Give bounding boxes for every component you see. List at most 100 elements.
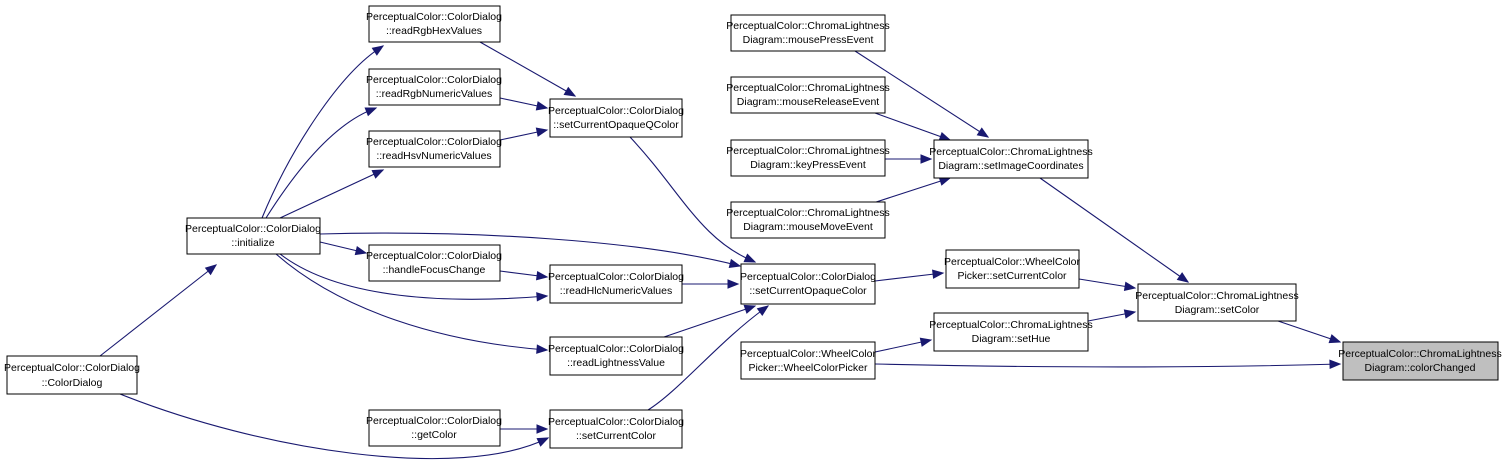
- node-label-line2: ::readRgbHexValues: [386, 25, 482, 37]
- node-label-line2: ::readRgbNumericValues: [376, 88, 493, 100]
- edge-initialize-to-readrgbnumeric: [265, 107, 377, 219]
- node-label-line1: PerceptualColor::ColorDialog: [366, 11, 502, 23]
- node-label-line1: PerceptualColor::ColorDialog: [185, 223, 321, 235]
- node-label-line1: PerceptualColor::ColorDialog: [548, 343, 684, 355]
- node-label-line1: PerceptualColor::ChromaLightness: [1135, 290, 1298, 302]
- node-color-dialog-ctor[interactable]: PerceptualColor::ColorDialog ::ColorDial…: [4, 355, 140, 395]
- edge-setcurrentcolor-to-setcurrentopaque-arrowhead: [756, 305, 770, 317]
- node-wheel-set-current-color[interactable]: PerceptualColor::WheelColor Picker::setC…: [944, 249, 1080, 289]
- node-set-current-opaque-color[interactable]: PerceptualColor::ColorDialog ::setCurren…: [740, 263, 876, 305]
- node-set-current-color-dialog[interactable]: PerceptualColor::ColorDialog ::setCurren…: [548, 409, 684, 449]
- node-label-line2: ::setCurrentOpaqueQColor: [553, 119, 679, 131]
- edge-colordialog-to-setcurrentcolor: [119, 393, 549, 460]
- edge-readlightness-to-setcurrentopaque: [663, 305, 756, 338]
- node-label-line1: PerceptualColor::ColorDialog: [548, 416, 684, 428]
- node-label-line1: PerceptualColor::WheelColor: [944, 256, 1080, 268]
- edge-keypress-to-setimagecoords-arrowhead: [920, 154, 933, 164]
- edge-readlightness-to-setcurrentopaque-arrowhead: [743, 304, 757, 314]
- node-label-line1: PerceptualColor::ChromaLightness: [726, 20, 889, 32]
- node-label-line2: ::setCurrentColor: [576, 430, 656, 442]
- node-label-line1: PerceptualColor::ChromaLightness: [726, 145, 889, 157]
- node-mouse-press-event[interactable]: PerceptualColor::ChromaLightness Diagram…: [726, 14, 890, 52]
- edge-initialize-to-readlightness: [275, 253, 548, 351]
- node-get-color[interactable]: PerceptualColor::ColorDialog ::getColor: [366, 409, 502, 447]
- node-label-line1: PerceptualColor::ColorDialog: [366, 415, 502, 427]
- node-label-line2: Diagram::mouseReleaseEvent: [737, 96, 879, 108]
- edge-initialize-to-handlefocus-arrowhead: [354, 245, 368, 256]
- node-label-line2: Diagram::keyPressEvent: [750, 159, 866, 171]
- node-label-line2: Picker::setCurrentColor: [957, 270, 1067, 282]
- node-mouse-move-event[interactable]: PerceptualColor::ChromaLightness Diagram…: [726, 201, 890, 239]
- edge-wheelctor-to-colorchanged-arrowhead: [1329, 359, 1342, 370]
- edge-setimagecoords-to-setcolor: [1039, 177, 1189, 283]
- node-label-line1: PerceptualColor::ChromaLightness: [726, 207, 889, 219]
- node-color-changed[interactable]: PerceptualColor::ChromaLightness Diagram…: [1338, 341, 1502, 381]
- node-label-line1: PerceptualColor::ColorDialog: [548, 271, 684, 283]
- node-label-line2: Diagram::setImageCoordinates: [938, 160, 1083, 172]
- node-label-line1: PerceptualColor::ColorDialog: [548, 105, 684, 117]
- edge-initialize-to-readhlc: [279, 253, 548, 300]
- node-label-line2: ::handleFocusChange: [383, 264, 486, 276]
- node-wheel-color-picker-ctor[interactable]: PerceptualColor::WheelColor Picker::Whee…: [740, 341, 876, 380]
- node-label-line2: ::readHlcNumericValues: [560, 285, 672, 297]
- node-set-current-opaque-qcolor[interactable]: PerceptualColor::ColorDialog ::setCurren…: [548, 98, 684, 138]
- node-label-line2: Diagram::mouseMoveEvent: [743, 221, 873, 233]
- node-initialize[interactable]: PerceptualColor::ColorDialog ::initializ…: [185, 217, 321, 255]
- node-label-line1: PerceptualColor::ColorDialog: [366, 136, 502, 148]
- node-label-line1: PerceptualColor::ChromaLightness: [929, 146, 1092, 158]
- edge-setimagecoords-to-setcolor-arrowhead: [1176, 272, 1190, 283]
- edge-wheelctor-to-sethue-arrowhead: [919, 337, 933, 347]
- edge-initialize-to-readrgbhex: [261, 45, 384, 219]
- node-label-line2: ::getColor: [411, 429, 457, 441]
- edge-colordialog-to-setcurrentcolor-arrowhead: [536, 437, 550, 447]
- edge-colordialog-to-initialize: [99, 264, 217, 357]
- edge-setcolor-to-colorchanged-arrowhead: [1328, 334, 1342, 344]
- edge-initialize-to-setcurrentopaque: [319, 232, 741, 267]
- edge-setcolor-to-colorchanged: [1277, 320, 1341, 343]
- edge-setcurrentcolor-to-setcurrentopaque: [647, 305, 769, 411]
- node-label-line2: Diagram::setColor: [1175, 304, 1260, 316]
- node-label-line2: Diagram::setHue: [972, 333, 1051, 345]
- node-set-image-coordinates[interactable]: PerceptualColor::ChromaLightness Diagram…: [929, 139, 1093, 179]
- node-label-line2: ::readHsvNumericValues: [376, 150, 491, 162]
- edge-initialize-to-setcurrentopaque-arrowhead: [728, 258, 742, 269]
- node-read-lightness-value[interactable]: PerceptualColor::ColorDialog ::readLight…: [548, 336, 684, 376]
- node-label-line2: Diagram::mousePressEvent: [743, 34, 874, 46]
- node-label-line1: PerceptualColor::ColorDialog: [366, 250, 502, 262]
- node-key-press-event[interactable]: PerceptualColor::ChromaLightness Diagram…: [726, 139, 890, 177]
- edge-initialize-to-readhlc-arrowhead: [536, 292, 549, 302]
- edge-readhsvnumeric-to-setqcolor-arrowhead: [535, 127, 549, 137]
- edge-mousepress-to-setimagecoords: [854, 50, 989, 138]
- node-label-line1: PerceptualColor::ChromaLightness: [1338, 348, 1501, 360]
- edge-readrgbhex-to-setqcolor: [479, 41, 576, 97]
- edge-initialize-to-readrgbnumeric-arrowhead: [364, 107, 378, 117]
- node-label-line1: PerceptualColor::WheelColor: [740, 348, 876, 360]
- edge-readhlc-to-setcurrentopaque-arrowhead: [727, 279, 740, 289]
- node-mouse-release-event[interactable]: PerceptualColor::ChromaLightness Diagram…: [726, 76, 890, 114]
- node-label-line2: Picker::WheelColorPicker: [748, 362, 868, 374]
- node-read-rgb-numeric-values[interactable]: PerceptualColor::ColorDialog ::readRgbNu…: [366, 68, 502, 106]
- edge-mousemove-to-setimagecoords: [869, 177, 951, 205]
- node-label-line2: ::readLightnessValue: [567, 357, 665, 369]
- node-label-line1: PerceptualColor::ChromaLightness: [726, 82, 889, 94]
- edges: [99, 41, 1342, 460]
- edge-sethue-to-setcolor-arrowhead: [1123, 309, 1137, 319]
- node-label-line1: PerceptualColor::ColorDialog: [4, 362, 140, 374]
- edge-getcolor-to-setcurrentcolor-arrowhead: [536, 424, 549, 434]
- edge-setqcolor-to-setcurrentopaque: [629, 136, 756, 263]
- node-read-hsv-numeric-values[interactable]: PerceptualColor::ColorDialog ::readHsvNu…: [366, 130, 502, 168]
- node-label-line2: ::initialize: [231, 237, 274, 249]
- node-handle-focus-change[interactable]: PerceptualColor::ColorDialog ::handleFoc…: [366, 244, 502, 282]
- node-label-line2: ::setCurrentOpaqueColor: [749, 285, 867, 297]
- edge-handlefocus-to-readhlc-arrowhead: [535, 270, 549, 281]
- node-read-rgb-hex-values[interactable]: PerceptualColor::ColorDialog ::readRgbHe…: [366, 5, 502, 43]
- edge-setcurrentopaque-to-wheelsetcurrent-arrowhead: [932, 269, 945, 279]
- node-label-line2: Diagram::colorChanged: [1365, 362, 1476, 374]
- node-read-hlc-numeric-values[interactable]: PerceptualColor::ColorDialog ::readHlcNu…: [548, 264, 684, 304]
- edge-initialize-to-readlightness-arrowhead: [536, 344, 549, 354]
- node-set-hue[interactable]: PerceptualColor::ChromaLightness Diagram…: [929, 312, 1093, 352]
- edge-mouserelease-to-setimagecoords: [874, 112, 951, 141]
- node-label-line2: ::ColorDialog: [42, 377, 103, 389]
- node-set-color[interactable]: PerceptualColor::ChromaLightness Diagram…: [1135, 283, 1299, 322]
